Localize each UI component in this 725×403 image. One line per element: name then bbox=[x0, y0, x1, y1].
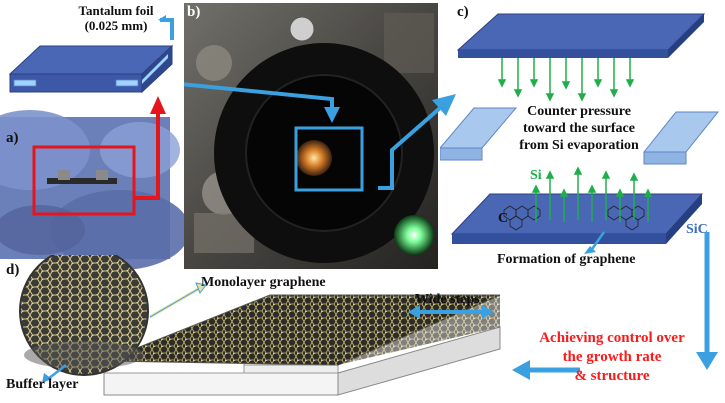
foil-slit-right bbox=[115, 79, 139, 87]
buffer-layer-label: Buffer layer bbox=[6, 377, 79, 392]
counter-pressure-text: Counter pressure toward the surface from… bbox=[492, 103, 666, 154]
si-label: Si bbox=[530, 168, 542, 183]
sample-highlight-frame bbox=[32, 145, 136, 216]
summary-line3: & structure bbox=[574, 368, 650, 384]
summary-text: Achieving control over the growth rate &… bbox=[526, 329, 698, 386]
green-indicator-light bbox=[394, 215, 434, 255]
chamber-photo bbox=[184, 3, 438, 269]
counter-pressure-line1: Counter pressure bbox=[527, 104, 631, 119]
panel-d-letter: d) bbox=[6, 262, 20, 278]
formation-of-graphene-label: Formation of graphene bbox=[497, 252, 636, 267]
heated-sample-glow bbox=[296, 140, 332, 176]
tantalum-foil-thickness: (0.025 mm) bbox=[84, 18, 148, 33]
down-arrows bbox=[497, 58, 635, 102]
red-up-arrow bbox=[134, 112, 160, 200]
summary-line2: the growth rate bbox=[562, 349, 662, 365]
up-arrows bbox=[531, 166, 653, 222]
to-panel-c-arrow bbox=[378, 94, 456, 190]
tantalum-foil-title: Tantalum foil bbox=[78, 3, 154, 18]
summary-line1: Achieving control over bbox=[539, 330, 685, 346]
graphene-hexagons bbox=[503, 205, 645, 231]
monolayer-graphene-label: Monolayer graphene bbox=[201, 275, 326, 290]
panel-d-graphics bbox=[19, 255, 501, 396]
foil-slit-left bbox=[13, 79, 37, 87]
sample-zoom-box bbox=[294, 126, 364, 192]
panel-a-letter: a) bbox=[6, 130, 19, 146]
panel-b-letter: b) bbox=[187, 4, 201, 20]
tantalum-foil-label: Tantalum foil (0.025 mm) bbox=[62, 3, 170, 33]
c-label: C bbox=[498, 211, 509, 226]
counter-pressure-line3: from Si evaporation bbox=[519, 138, 639, 153]
sic-label: SiC bbox=[686, 222, 708, 237]
panel-c-graphics bbox=[440, 13, 720, 254]
panel-c-letter: c) bbox=[457, 4, 469, 20]
wide-steps-label: Wide steps bbox=[415, 292, 480, 307]
counter-pressure-line2: toward the surface bbox=[523, 121, 635, 136]
